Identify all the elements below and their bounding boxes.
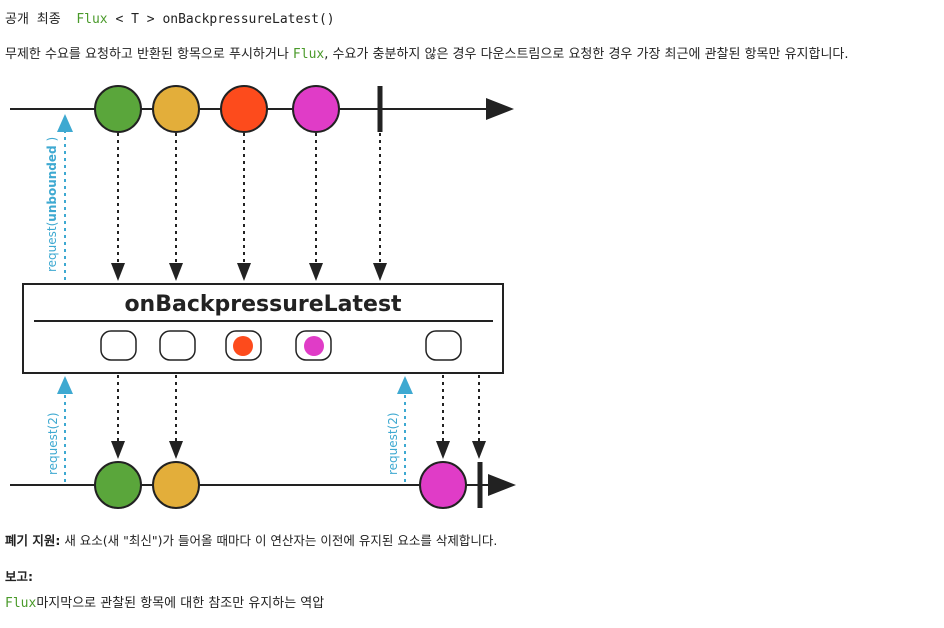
timeline-arrow-icon (486, 98, 514, 120)
buffer-marble-magenta (304, 336, 324, 356)
operator-label: onBackpressureLatest (124, 292, 402, 317)
source-marble-orange (152, 85, 200, 133)
buffer-marble-red (233, 336, 253, 356)
buffer-slot-empty (100, 330, 137, 361)
output-marble-magenta (419, 461, 467, 509)
source-drop-lines (117, 133, 381, 265)
request-unbounded-label: request(unbounded ) (45, 137, 59, 272)
source-marble-red (220, 85, 268, 133)
description-part-1: 무제한 수요를 요청하고 반환된 항목으로 푸시하거나 (5, 47, 293, 62)
signature-generic: < T > (107, 12, 163, 27)
operator-box: onBackpressureLatest (22, 283, 504, 374)
request-2-label: request(2) (386, 412, 400, 475)
marble-diagram: request(unbounded ) onBackpressureLatest (10, 85, 516, 509)
request-2-label: request(2) (46, 412, 60, 475)
signature-modifiers: 공개 최종 (5, 12, 61, 27)
buffer-slot-empty (425, 330, 462, 361)
method-signature: 공개 최종 Flux < T > onBackpressureLatest() (5, 8, 335, 27)
source-marble-green (94, 85, 142, 133)
method-description: 무제한 수요를 요청하고 반환된 항목으로 푸시하거나 Flux, 수요가 충분… (5, 43, 849, 62)
drop-support-note: 폐기 지원: 새 요소(새 "최신")가 들어올 때마다 이 연산자는 이전에 … (5, 530, 497, 549)
output-timeline (10, 462, 516, 508)
signature-type-link[interactable]: Flux (76, 12, 108, 27)
description-type-link[interactable]: Flux (292, 47, 325, 62)
source-marble-magenta (292, 85, 340, 133)
request-2-first: request(2) (46, 376, 73, 482)
source-drop-arrows (111, 263, 387, 281)
drop-support-text: 새 요소(새 "최신")가 들어올 때마다 이 연산자는 이전에 유지된 요소를… (60, 533, 498, 548)
request-arrow-icon (397, 376, 413, 394)
output-drop-lines (117, 375, 480, 442)
buffer-slot-empty (159, 330, 196, 361)
returns-description: Flux마지막으로 관찰된 항목에 대한 참조만 유지하는 역압 (5, 592, 324, 611)
output-marble-green (94, 461, 142, 509)
request-arrow-icon (57, 114, 73, 132)
output-marble-orange (152, 461, 200, 509)
output-drop-arrows (111, 441, 486, 459)
drop-support-label: 폐기 지원: (5, 533, 61, 548)
request-arrow-icon (57, 376, 73, 394)
request-2-second: request(2) (386, 376, 413, 482)
description-part-2: , 수요가 충분하지 않은 경우 다운스트림으로 요청한 경우 가장 최근에 관… (324, 47, 849, 62)
signature-method-name: onBackpressureLatest() (162, 12, 335, 27)
request-unbounded: request(unbounded ) (45, 114, 73, 280)
returns-type-link[interactable]: Flux (5, 596, 37, 611)
returns-text: 마지막으로 관찰된 항목에 대한 참조만 유지하는 역압 (36, 596, 325, 611)
timeline-arrow-icon (488, 474, 516, 496)
returns-heading: 보고: (5, 569, 33, 584)
